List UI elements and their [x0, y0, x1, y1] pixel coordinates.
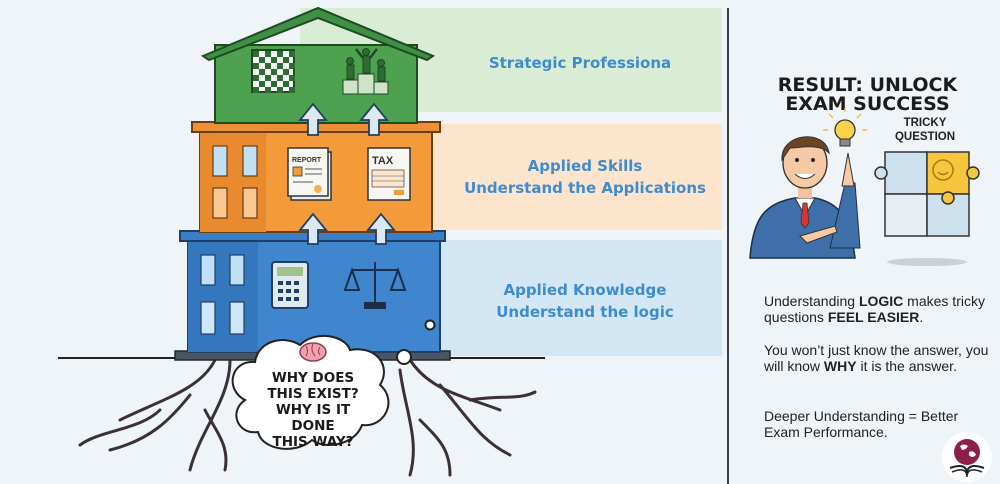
chess-square — [271, 57, 277, 63]
podium-icon — [342, 48, 389, 95]
chess-square — [289, 51, 295, 57]
chess-square — [289, 75, 295, 81]
chess-square — [253, 51, 259, 57]
bubble-line: THIS WAY? — [272, 434, 354, 450]
bubble-line: THIS EXIST? — [267, 386, 359, 402]
chess-square — [259, 69, 265, 75]
student-figure — [749, 136, 861, 259]
roots — [78, 358, 537, 477]
globe-book-logo — [942, 432, 992, 482]
text: it is the answer. — [856, 358, 957, 374]
chess-square — [265, 75, 271, 81]
svg-text:REPORT: REPORT — [292, 157, 322, 164]
text: . — [919, 309, 924, 325]
tricky-question-label: TRICKY QUESTION — [880, 116, 970, 144]
text: Understanding — [764, 293, 859, 309]
chess-square — [265, 63, 271, 69]
building-illustration: REPORT TAX — [58, 6, 545, 477]
level-applied-knowledge-subtitle: Understand the logic — [496, 303, 674, 321]
chess-square — [289, 87, 295, 93]
student-puzzle-illustration — [749, 108, 980, 266]
tricky-label-line: TRICKY — [903, 117, 947, 129]
paragraph-performance: Deeper Understanding = Better Exam Perfo… — [764, 408, 959, 440]
chess-square — [277, 51, 283, 57]
chess-square — [259, 81, 265, 87]
report-document-icon: REPORT — [287, 147, 332, 201]
level-applied-skills-subtitle: Understand the Applications — [464, 179, 706, 197]
thought-bubble-text: WHY DOES THIS EXIST? WHY IS IT DONE THIS… — [253, 370, 373, 450]
tricky-label-line: QUESTION — [894, 131, 956, 143]
chess-square — [271, 69, 277, 75]
level-strategic-title: Strategic Professiona — [488, 54, 672, 72]
up-arrows — [298, 102, 396, 245]
chess-square — [277, 87, 283, 93]
result-title-line: RESULT: UNLOCK — [777, 74, 958, 96]
chess-square — [289, 63, 295, 69]
paragraph-logic: Understanding LOGIC makes tricky questio… — [764, 293, 994, 325]
roof — [200, 6, 436, 62]
result-title-line: EXAM SUCCESS — [785, 93, 950, 115]
emphasis: LOGIC — [858, 293, 904, 309]
vertical-divider — [727, 8, 729, 484]
tax-form-icon: TAX — [367, 147, 411, 201]
chess-square — [283, 69, 289, 75]
svg-text:TAX: TAX — [372, 155, 394, 167]
chess-square — [265, 51, 271, 57]
chess-square — [277, 75, 283, 81]
chess-square — [277, 63, 283, 69]
chess-square — [265, 87, 271, 93]
text: You won’t just know the answer, you will… — [764, 342, 989, 374]
thought-bubble — [231, 319, 436, 450]
windows — [200, 254, 245, 335]
lightbulb-icon — [823, 108, 867, 147]
chess-square — [271, 81, 277, 87]
puzzle-icon — [874, 151, 980, 237]
chess-square — [253, 63, 259, 69]
calculator-icon — [271, 261, 309, 309]
emphasis: FEEL EASIER — [827, 309, 920, 325]
brain-icon — [299, 342, 327, 362]
chess-square — [283, 81, 289, 87]
emphasis: WHY — [823, 358, 857, 374]
text: makes tricky questions — [764, 293, 985, 325]
bubble-line: WHY IS IT DONE — [275, 402, 351, 434]
result-title: RESULT: UNLOCK EXAM SUCCESS — [745, 76, 990, 114]
paragraph-why: You won’t just know the answer, you will… — [764, 342, 994, 374]
chess-square — [253, 75, 259, 81]
level-applied-skills-title: Applied Skills — [527, 157, 643, 175]
scales-of-justice-icon — [343, 262, 407, 309]
chess-square — [259, 57, 265, 63]
level-applied-knowledge-title: Applied Knowledge — [503, 281, 667, 299]
bubble-line: WHY DOES — [271, 370, 355, 386]
chessboard-icon — [251, 49, 295, 93]
chess-square — [283, 57, 289, 63]
chess-square — [253, 87, 259, 93]
